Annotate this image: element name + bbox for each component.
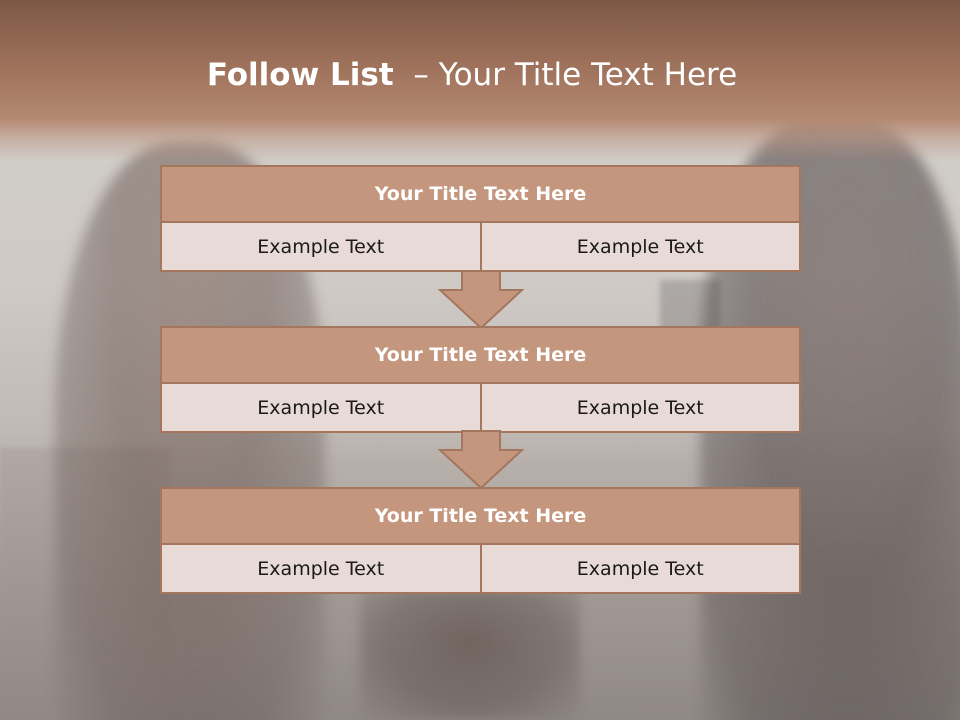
step-cell-left: Example Text	[257, 557, 385, 580]
step-block-2: Your Title Text Here Example Text Exampl…	[160, 326, 801, 433]
step-title: Your Title Text Here	[160, 326, 801, 384]
step-cell-right: Example Text	[479, 223, 800, 270]
step-title: Your Title Text Here	[160, 487, 801, 545]
down-arrow-icon	[438, 430, 524, 490]
step-block-1: Your Title Text Here Example Text Exampl…	[160, 165, 801, 272]
step-row: Example Text Example Text	[160, 223, 801, 272]
page-title: Follow List – Your Title Text Here	[0, 52, 944, 98]
step-cell-left: Example Text	[257, 396, 385, 419]
page-title-rest: – Your Title Text Here	[413, 57, 738, 93]
page-title-bold: Follow List	[206, 57, 394, 93]
down-arrow-icon	[438, 270, 524, 330]
step-cell-right: Example Text	[479, 384, 800, 431]
step-title: Your Title Text Here	[160, 165, 801, 223]
step-cell-right: Example Text	[479, 545, 800, 592]
step-row: Example Text Example Text	[160, 384, 801, 433]
step-block-3: Your Title Text Here Example Text Exampl…	[160, 487, 801, 594]
title-band	[0, 0, 960, 160]
step-row: Example Text Example Text	[160, 545, 801, 594]
background-handshake	[360, 590, 580, 720]
step-cell-left: Example Text	[257, 235, 385, 258]
